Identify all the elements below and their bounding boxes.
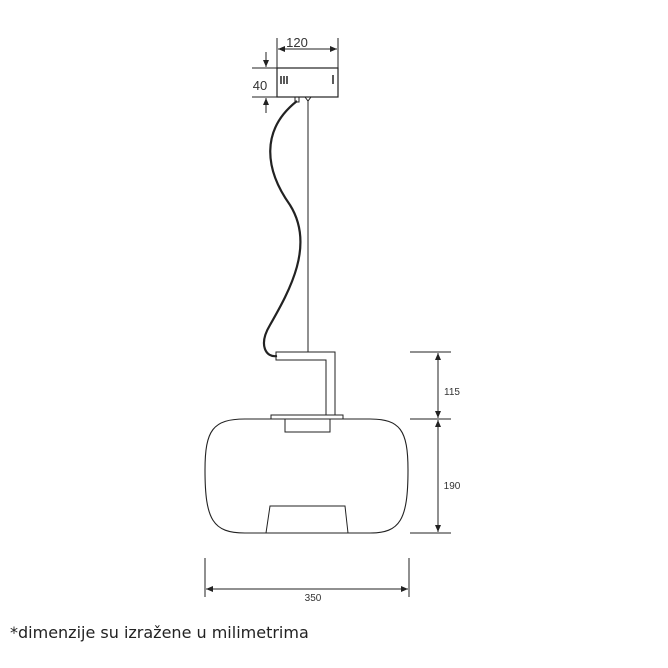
label-shade-width: 350: [305, 593, 322, 604]
power-cable: [262, 100, 302, 358]
canopy: [276, 67, 339, 103]
inner-diffuser: [265, 505, 349, 534]
label-canopy-width: 120: [286, 35, 308, 50]
label-shade-height: 190: [444, 481, 461, 492]
bracket: [275, 351, 336, 416]
glass-shade: [204, 418, 409, 534]
mount-plate: [270, 414, 344, 420]
dimension-canopy-height: [252, 52, 277, 113]
dimension-heights: [410, 351, 451, 534]
dimension-canopy-width: [276, 38, 339, 68]
footnote: *dimenzije su izražene u milimetrima: [10, 623, 309, 642]
label-canopy-height: 40: [253, 78, 267, 93]
canopy-marks: [280, 75, 334, 84]
dimension-shade-width: [204, 558, 410, 597]
label-bracket-height: 115: [444, 387, 460, 398]
socket: [284, 418, 331, 433]
